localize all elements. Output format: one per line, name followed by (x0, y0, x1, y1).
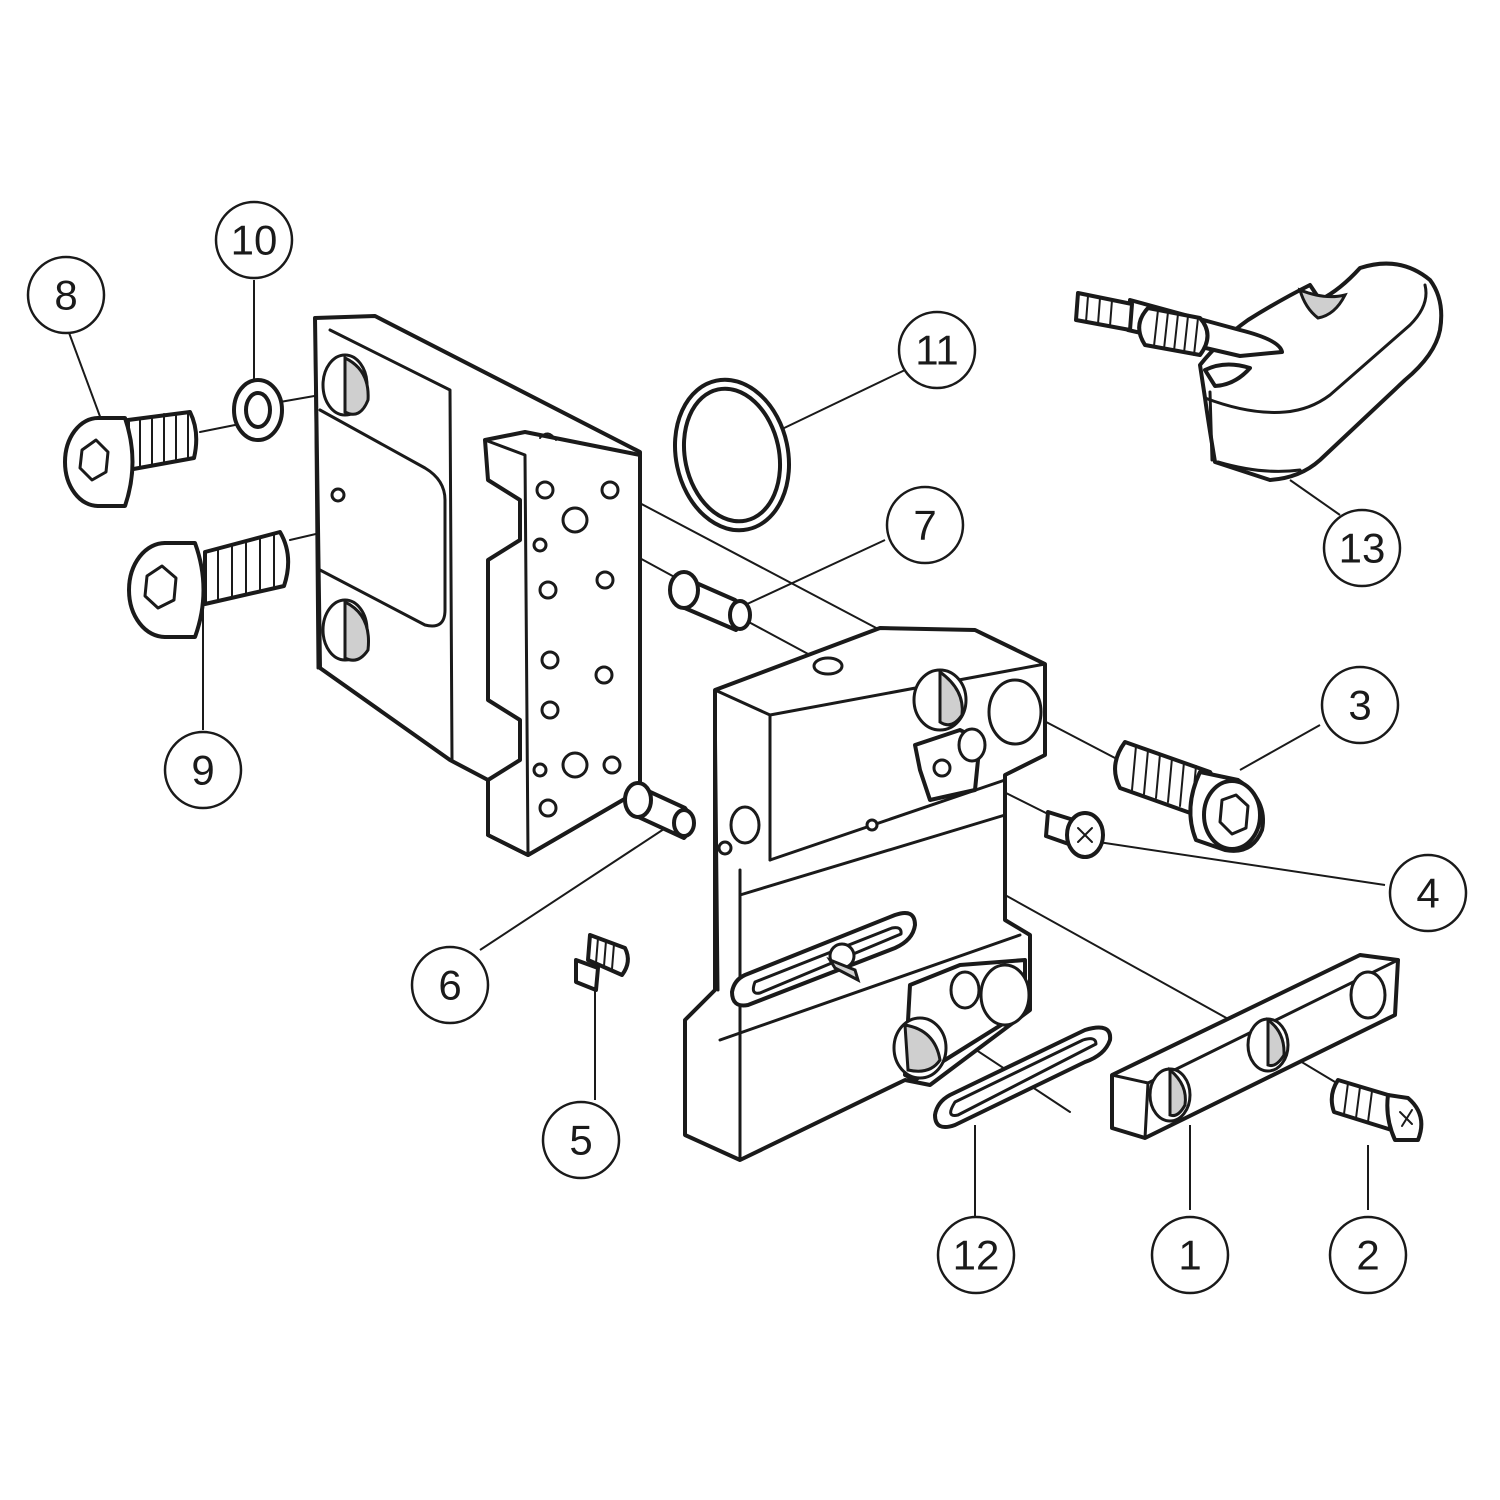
part-5-set-screw (574, 933, 630, 992)
callout-1: 1 (1150, 1215, 1230, 1295)
callout-3: 3 (1320, 665, 1400, 745)
part-8-cap-screw (63, 410, 199, 508)
callout-8: 8 (26, 255, 106, 335)
callout-12-label: 12 (953, 1232, 1000, 1279)
callout-5: 5 (541, 1100, 621, 1180)
part-13-key-wrench (1074, 261, 1444, 482)
central-block (683, 626, 1047, 1162)
part-9-cap-screw (127, 530, 291, 639)
part-7-pin (668, 570, 752, 632)
callout-6-label: 6 (438, 962, 461, 1009)
callout-12: 12 (936, 1215, 1016, 1295)
callout-3-label: 3 (1348, 682, 1371, 729)
part-6-pin (623, 781, 696, 840)
part-10-washer (232, 378, 284, 442)
callout-11: 11 (897, 310, 977, 390)
callout-6: 6 (410, 945, 490, 1025)
callout-8-label: 8 (54, 272, 77, 319)
callout-9: 9 (163, 730, 243, 810)
callout-9-label: 9 (191, 747, 214, 794)
part-1-clamp-bar (1110, 953, 1400, 1140)
callout-10-label: 10 (231, 217, 278, 264)
part-2-torx-screw (1329, 1078, 1424, 1142)
part-4-torx-screw (1044, 810, 1105, 859)
callout-2-label: 2 (1356, 1232, 1379, 1279)
part-11-o-ring (672, 377, 792, 533)
callout-5-label: 5 (569, 1117, 592, 1164)
callout-13-label: 13 (1339, 525, 1386, 572)
left-plate (313, 314, 642, 857)
callout-11-label: 11 (915, 327, 959, 374)
callout-1-label: 1 (1178, 1232, 1201, 1279)
part-12-slot-seal (933, 1025, 1113, 1129)
callout-7: 7 (885, 485, 965, 565)
callout-7-label: 7 (913, 502, 936, 549)
callout-4-label: 4 (1416, 870, 1439, 917)
part-3-cap-screw (1113, 740, 1265, 853)
callout-2: 2 (1328, 1215, 1408, 1295)
callout-13: 13 (1322, 508, 1402, 588)
callout-10: 10 (214, 200, 294, 280)
callout-4: 4 (1388, 853, 1468, 933)
